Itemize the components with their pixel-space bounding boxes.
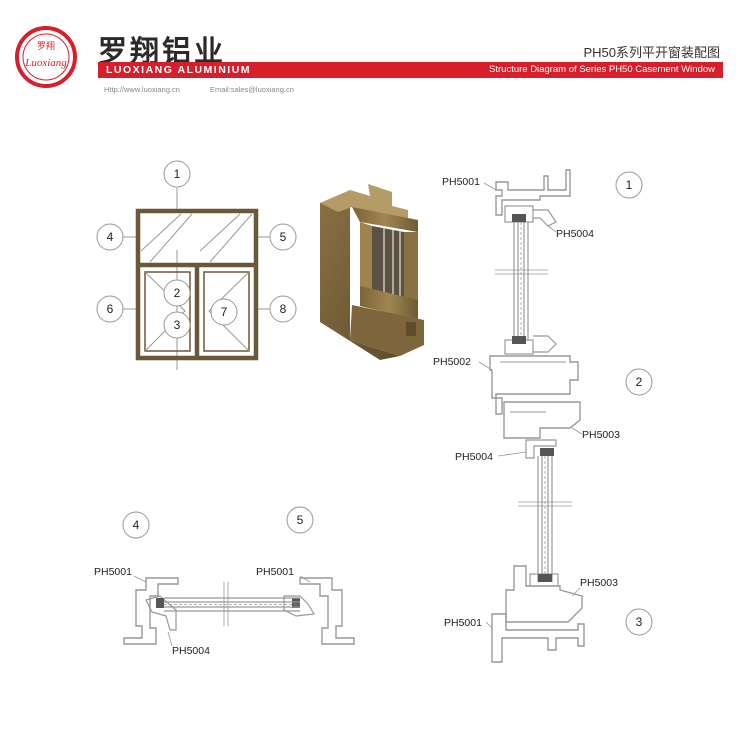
section-number-1: 1 xyxy=(615,171,643,199)
website: Http://www.luoxiang.cn xyxy=(104,85,180,94)
svg-text:7: 7 xyxy=(221,305,228,319)
logo-text-cn: 罗翔 xyxy=(37,40,55,52)
section-2: PH5002 PH5003 PH5004 2 xyxy=(433,335,653,582)
svg-text:3: 3 xyxy=(174,318,181,332)
svg-text:4: 4 xyxy=(133,518,140,532)
profile-sash-right xyxy=(404,232,418,300)
profile-bottom-rail xyxy=(360,286,418,320)
window-elevation: 1 4 5 2 6 7 8 3 xyxy=(96,160,297,370)
section-number-2: 2 xyxy=(625,368,653,396)
callout-5: 5 xyxy=(269,223,297,251)
profile-bottom-frame xyxy=(350,305,424,356)
callout-1: 1 xyxy=(163,160,191,188)
svg-text:2: 2 xyxy=(174,286,181,300)
title-en: Structure Diagram of Series PH50 Casemen… xyxy=(489,64,715,75)
opening-indicator xyxy=(144,271,186,352)
svg-text:1: 1 xyxy=(174,167,181,181)
label-ph5002: PH5002 xyxy=(433,356,471,368)
section-4-5: PH5001 PH5004 PH5001 4 5 xyxy=(94,506,355,657)
callout-6: 6 xyxy=(96,295,124,323)
callout-8: 8 xyxy=(269,295,297,323)
glass-hatch xyxy=(149,213,193,263)
section-number-5: 5 xyxy=(286,506,314,534)
sash-ph5003-lower xyxy=(505,565,583,623)
profile-ph5001-top xyxy=(495,169,571,216)
title-cn: PH50系列平开窗装配图 xyxy=(583,45,720,60)
left-sash xyxy=(144,271,191,352)
sash-right xyxy=(283,595,315,617)
svg-text:1: 1 xyxy=(626,178,633,192)
callout-4: 4 xyxy=(96,223,124,251)
callout-3: 3 xyxy=(163,311,191,339)
label-ph5001: PH5001 xyxy=(442,176,480,188)
profile-frame-top xyxy=(352,207,418,232)
email: Email:sales@luoxiang.cn xyxy=(209,85,294,94)
sash-ph5003-upper xyxy=(503,401,581,439)
profile-top-face xyxy=(320,184,408,218)
label-ph5001: PH5001 xyxy=(256,566,294,578)
glass-hatch xyxy=(199,213,241,252)
profile-frame-inner xyxy=(360,222,372,290)
frame-ph5001-bottom xyxy=(491,613,585,663)
section-1: PH5001 PH5004 1 xyxy=(442,169,643,340)
callout-7: 7 xyxy=(210,298,238,326)
brand-band: LUOXIANG ALUMINIUM Structure Diagram of … xyxy=(98,62,723,78)
bead-ph5004 xyxy=(525,439,557,459)
mullion-ph5002 xyxy=(489,355,579,415)
svg-text:6: 6 xyxy=(107,302,114,316)
right-sash xyxy=(203,271,250,352)
label-ph5003: PH5003 xyxy=(580,577,618,589)
frame-ph5001-right xyxy=(299,577,355,645)
brand-name-en: LUOXIANG ALUMINIUM xyxy=(106,64,252,76)
profile-3d-view xyxy=(320,184,424,360)
glass-hatch xyxy=(209,213,253,263)
label-ph5004: PH5004 xyxy=(556,228,594,240)
callout-2: 2 xyxy=(163,279,191,307)
logo-text-en: Luoxiang xyxy=(24,57,67,69)
label-ph5001: PH5001 xyxy=(444,617,482,629)
label-ph5001: PH5001 xyxy=(94,566,132,578)
svg-text:3: 3 xyxy=(636,615,643,629)
profile-outer-face xyxy=(320,194,400,360)
section-number-4: 4 xyxy=(122,511,150,539)
label-ph5004: PH5004 xyxy=(172,645,210,657)
svg-text:5: 5 xyxy=(280,230,287,244)
contact-line: Http://www.luoxiang.cn Email:sales@luoxi… xyxy=(104,85,322,94)
luoxiang-logo: 罗翔 Luoxiang xyxy=(15,26,77,88)
svg-text:4: 4 xyxy=(107,230,114,244)
section-3: PH5003 PH5001 3 xyxy=(444,565,653,663)
svg-text:2: 2 xyxy=(636,375,643,389)
glass-hatch xyxy=(140,213,182,252)
profile-glass-pane xyxy=(372,226,404,298)
label-ph5003: PH5003 xyxy=(582,429,620,441)
opening-indicator xyxy=(208,271,250,352)
header: 罗翔 Luoxiang 罗翔铝业 PH50系列平开窗装配图 LUOXIANG A… xyxy=(0,0,750,110)
svg-text:5: 5 xyxy=(297,513,304,527)
svg-text:8: 8 xyxy=(280,302,287,316)
section-number-3: 3 xyxy=(625,608,653,636)
frame-ph5001-left xyxy=(123,577,179,645)
label-ph5004: PH5004 xyxy=(455,451,493,463)
